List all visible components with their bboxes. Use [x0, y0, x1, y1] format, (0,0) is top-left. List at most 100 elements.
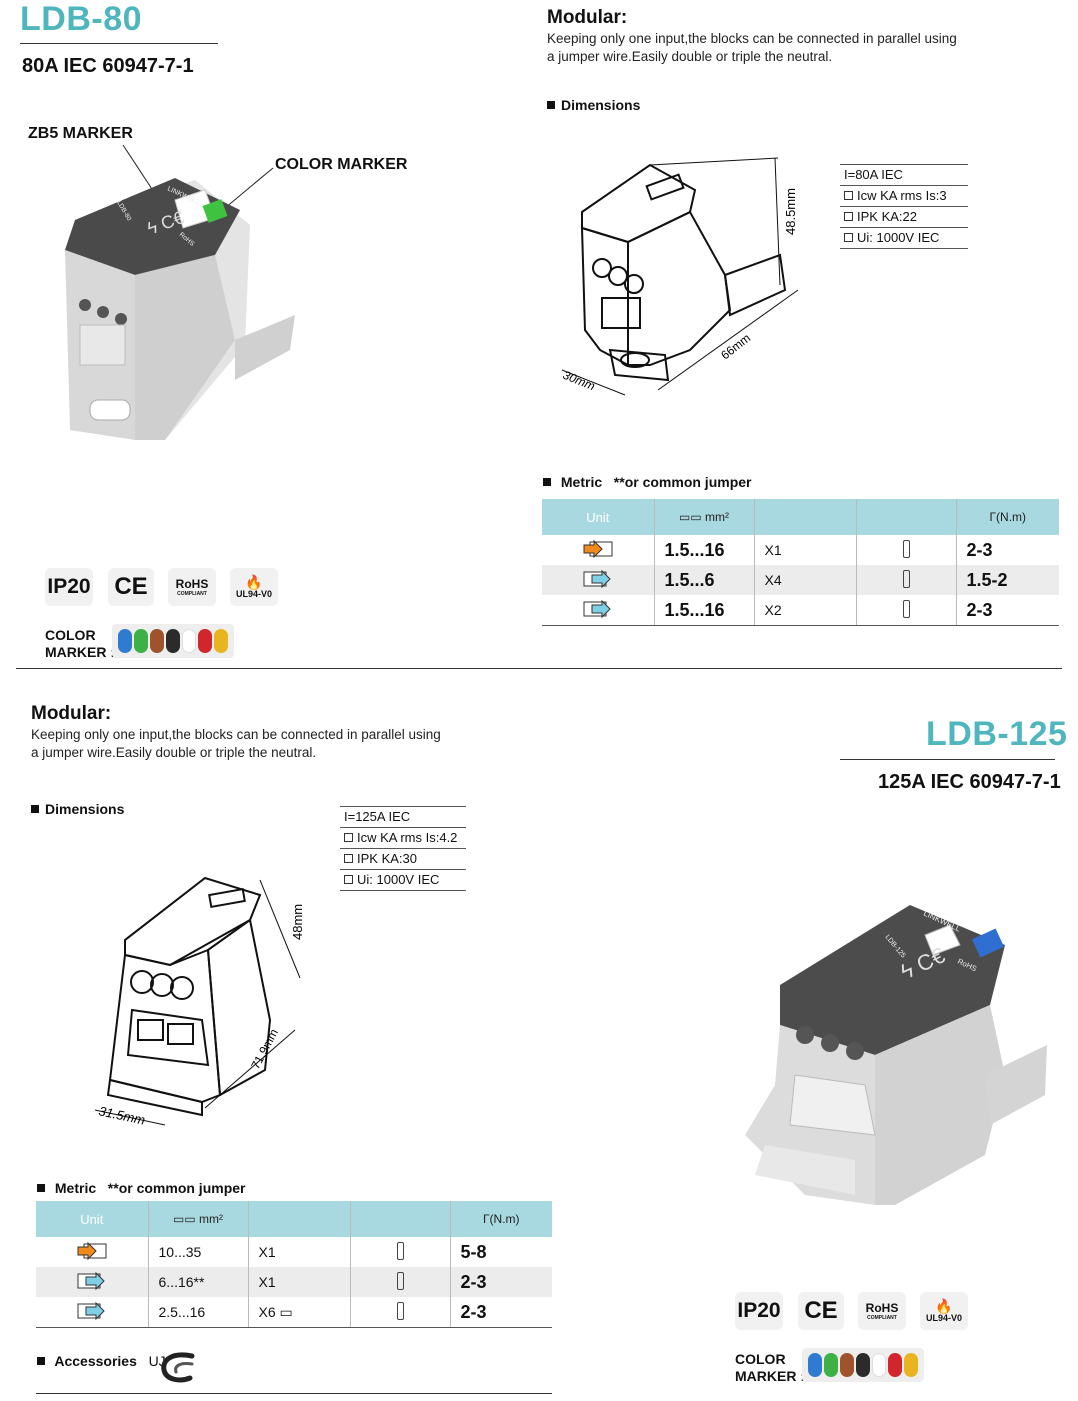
ldb80-standard: 80A IEC 60947-7-1 — [22, 55, 194, 77]
ldb80-modular-title: Modular: — [547, 7, 628, 28]
ldb80-color-marker-label: COLOR MARKER — [275, 156, 408, 173]
ldb80-product-image: ϟ C€ LINKWELL LDB-80 RoHS — [65, 144, 295, 440]
ldb125-h-screw — [350, 1201, 451, 1237]
ldb80-metric-label: Metric **or common jumper — [543, 474, 752, 490]
color-swatch — [824, 1353, 838, 1377]
table-row: 1.5...16 X1 2-3 — [542, 535, 1059, 565]
ferrule-icon: ▭ — [279, 1303, 293, 1320]
ldb80-dimensions-label: Dimensions — [547, 97, 640, 113]
torque-icon: Γ — [989, 510, 997, 524]
ldb125-title-rule — [840, 759, 1055, 760]
ldb125-accessories-label: Accessories UJ — [37, 1353, 165, 1369]
ldb125-h-mult — [248, 1201, 351, 1237]
ldb80-h-screw — [856, 499, 957, 535]
ferrule-icon: ▭▭ — [678, 510, 702, 524]
ldb80-h-torque: Γ(N.m) — [956, 499, 1059, 535]
ldb80-ip20-badge: IP20 — [45, 568, 93, 606]
screw-icon — [902, 539, 910, 558]
ldb125-h-torque: Γ(N.m) — [450, 1201, 552, 1237]
input-arrow-icon — [583, 539, 613, 558]
color-swatch — [150, 629, 164, 653]
color-swatch — [888, 1353, 902, 1377]
output-arrow-icon — [77, 1301, 105, 1320]
ldb80-h-section: ▭▭ mm² — [654, 499, 755, 535]
ldb80-h-unit: Unit — [542, 499, 655, 535]
flame-icon: 🔥 — [935, 1298, 953, 1314]
screw-icon — [902, 599, 910, 618]
spec-rating: I=125A IEC — [340, 806, 466, 828]
table-row: 10...35 X1 5-8 — [36, 1237, 552, 1267]
spec-rating: I=80A IEC — [840, 164, 968, 186]
ldb80-h-mult — [754, 499, 857, 535]
ldb80-title-rule — [20, 43, 218, 44]
ldb80-zb5-marker-label: ZB5 MARKER — [28, 125, 133, 142]
ldb125-h-unit: Unit — [36, 1201, 149, 1237]
color-swatch — [840, 1353, 854, 1377]
ldb125-dimension-drawing: 48mm 71.9mm 31.5mm — [94, 876, 305, 1128]
input-arrow-icon — [77, 1241, 107, 1260]
color-swatch — [856, 1353, 870, 1377]
ldb125-ip20-badge: IP20 — [735, 1292, 783, 1330]
ldb80-dimension-drawing: 48.5mm 66mm 30mm — [561, 157, 799, 396]
flame-icon: 🔥 — [245, 574, 263, 590]
ldb125-modular-title: Modular: — [31, 703, 112, 724]
table-row: 1.5...6 X4 1.5-2 — [542, 565, 1059, 595]
ldb125-metric-label: Metric **or common jumper — [37, 1180, 246, 1196]
color-swatch — [118, 629, 132, 653]
ldb80-ce-badge: CE — [108, 568, 154, 606]
table-row: 2.5...16 X6 ▭ 2-3 — [36, 1297, 552, 1328]
spec-ipk: IPK KA:30 — [340, 849, 466, 870]
ldb80-dim-width: 30mm — [561, 368, 597, 393]
output-arrow-icon — [583, 569, 611, 588]
ferrule-icon: ▭▭ — [172, 1212, 196, 1226]
table-row: 6...16** X1 2-3 — [36, 1267, 552, 1297]
ldb80-spec-list: I=80A IEC Icw KA rms Is:3 IPK KA:22 Ui: … — [840, 164, 968, 249]
spec-ipk: IPK KA:22 — [840, 207, 968, 228]
ldb125-color-marker-caption: COLOR MARKER : — [735, 1351, 805, 1384]
ldb125-ul94-badge: 🔥 UL94-V0 — [920, 1292, 968, 1330]
spec-ui: Ui: 1000V IEC — [840, 228, 968, 249]
ldb125-dim-width: 31.5mm — [97, 1103, 146, 1127]
ldb80-dim-length: 66mm — [718, 331, 753, 363]
screw-icon — [396, 1271, 404, 1290]
color-swatch — [198, 629, 212, 653]
ldb125-model-title: LDB-125 — [926, 715, 1068, 753]
color-swatch — [808, 1353, 822, 1377]
ldb125-standard: 125A IEC 60947-7-1 — [878, 771, 1061, 793]
ldb125-h-section: ▭▭ mm² — [148, 1201, 249, 1237]
ldb125-bottom-rule — [36, 1393, 552, 1394]
color-swatch — [214, 629, 228, 653]
ldb125-spec-list: I=125A IEC Icw KA rms Is:4.2 IPK KA:30 U… — [340, 806, 466, 891]
ldb125-color-swatches — [802, 1348, 924, 1382]
spec-ui: Ui: 1000V IEC — [340, 870, 466, 891]
screw-icon — [396, 1241, 404, 1260]
ldb125-ce-badge: CE — [798, 1292, 844, 1330]
ldb125-dim-height: 48mm — [290, 904, 305, 940]
ldb80-model-title: LDB-80 — [20, 0, 143, 38]
ldb125-dimensions-label: Dimensions — [31, 801, 124, 817]
ldb80-color-marker-caption: COLOR MARKER : — [45, 627, 115, 660]
output-arrow-icon — [583, 599, 611, 618]
table-row: 1.5...16 X2 2-3 — [542, 595, 1059, 626]
output-arrow-icon — [77, 1271, 105, 1290]
spec-icw: Icw KA rms Is:3 — [840, 186, 968, 207]
ldb80-ul94-badge: 🔥 UL94-V0 — [230, 568, 278, 606]
color-swatch — [166, 629, 180, 653]
ldb80-metric-table: Unit ▭▭ mm² Γ(N.m) 1.5...16 X1 2-3 1.5..… — [542, 499, 1059, 626]
ldb125-product-image: ϟ C€ LINKWELL LDB-125 RoHS — [745, 905, 1047, 1205]
color-swatch — [872, 1353, 886, 1377]
color-swatch — [134, 629, 148, 653]
section-divider — [16, 668, 1062, 669]
ldb80-modular-desc: Keeping only one input,the blocks can be… — [547, 31, 957, 64]
jumper-uj-icon — [161, 1352, 195, 1383]
ldb80-dim-height: 48.5mm — [783, 188, 798, 235]
color-swatch — [182, 629, 196, 653]
screw-icon — [902, 569, 910, 588]
ldb80-color-swatches — [112, 624, 234, 658]
ldb125-metric-table: Unit ▭▭ mm² Γ(N.m) 10...35 X1 5-8 6...16… — [36, 1201, 552, 1328]
screw-icon — [396, 1301, 404, 1320]
torque-icon: Γ — [482, 1212, 490, 1226]
color-swatch — [904, 1353, 918, 1377]
